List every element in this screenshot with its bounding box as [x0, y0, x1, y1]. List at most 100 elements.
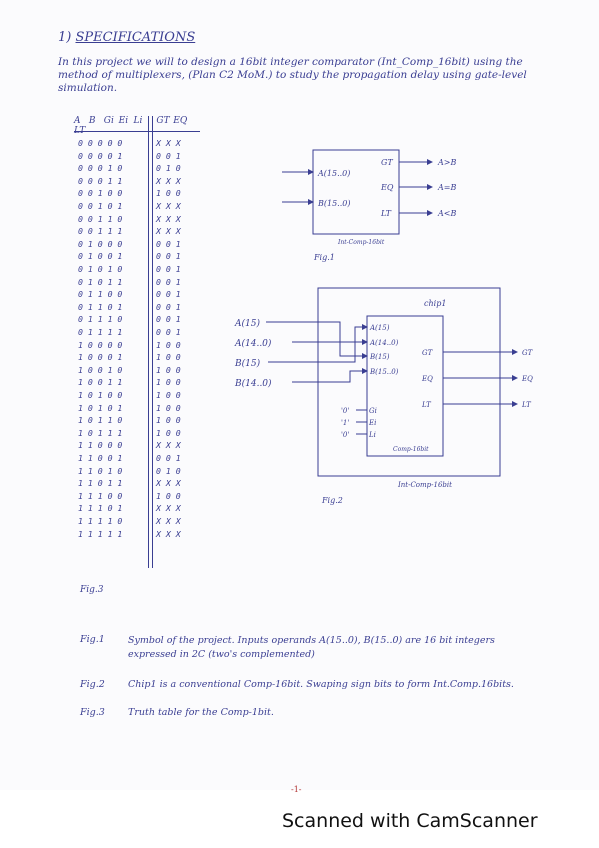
fig2-outer-name: Int-Comp-16bit [397, 481, 452, 489]
fig2-ext-a15: A(15) [234, 318, 260, 329]
truth-table-row-outputs: 1 0 0 [156, 339, 181, 350]
truth-table-row-inputs: 1 0 1 1 1 [78, 427, 123, 438]
truth-table-row-outputs: 0 0 1 [156, 150, 181, 161]
truth-table-row-inputs: 1 1 0 1 0 [78, 465, 123, 476]
fig2-out-eq: EQ [521, 375, 533, 383]
truth-table-row-outputs: X X X [156, 478, 181, 489]
fig1-input-b: B(15..0) [317, 199, 350, 208]
truth-table-row-outputs: 1 0 0 [156, 490, 181, 501]
truth-table-row-inputs: 0 1 1 0 1 [78, 301, 123, 312]
fig2-int-gt: GT [422, 349, 434, 357]
fig2-cascade-val-li: '0' [341, 431, 349, 439]
truth-table-row-inputs: 0 0 1 1 0 [78, 213, 123, 224]
truth-table-row-inputs: 1 0 0 0 0 [78, 339, 123, 350]
fig2-out-lt: LT [521, 401, 532, 409]
fig1-out-eq: EQ [380, 183, 394, 192]
truth-table-row-outputs: 0 0 1 [156, 238, 181, 249]
truth-table-row-inputs: 0 0 1 0 0 [78, 188, 123, 199]
fig3-label: Fig.3 [80, 585, 104, 595]
section-title: SPECIFICATIONS [75, 30, 196, 45]
truth-table-row-outputs: 0 0 1 [156, 453, 181, 463]
truth-table-row-outputs: X X X [156, 175, 181, 186]
fig2-chip1-block [366, 315, 444, 457]
fig2-ext-a14: A(14..0) [234, 338, 272, 349]
truth-table-row-outputs: 0 0 1 [156, 251, 181, 262]
truth-table-row-inputs: 1 1 1 1 1 [78, 528, 123, 539]
truth-table-row-inputs: 1 1 1 0 0 [78, 490, 123, 501]
fig1-result-gt: A>B [437, 158, 456, 167]
truth-table-row-inputs: 1 1 1 0 1 [78, 503, 123, 514]
tt-header-ei: Ei [118, 116, 129, 126]
truth-table-row-outputs: 0 0 1 [156, 314, 181, 325]
fig2-int-b15: B(15) [369, 353, 390, 361]
truth-table-row-inputs: 0 0 1 0 1 [78, 201, 123, 211]
fig1-out-gt: GT [381, 158, 393, 167]
fig2-swap-a15 [318, 321, 368, 359]
truth-table-row-inputs: 0 1 1 1 0 [78, 314, 123, 325]
truth-table-divider [148, 116, 153, 568]
fig2-int-a15: A(15) [369, 324, 390, 332]
truth-table-row-inputs: 1 0 0 0 1 [78, 352, 123, 363]
truth-table-row-outputs: 1 0 0 [156, 390, 181, 400]
truth-table-row-inputs: 1 1 0 1 1 [78, 478, 123, 489]
section-number: 1) [58, 30, 72, 45]
fig2-chip-label: chip1 [424, 299, 446, 308]
truth-table-row-inputs: 0 0 1 1 1 [78, 226, 123, 237]
fig2-int-a14: A(14..0) [369, 339, 399, 347]
truth-table-row-inputs: 0 1 0 1 1 [78, 276, 123, 287]
caption-fig3-tag: Fig.3 [80, 707, 105, 718]
caption-fig1-text: Symbol of the project. Inputs operands A… [128, 635, 495, 660]
fig1-result-lt: A<B [437, 209, 456, 218]
truth-table-row-inputs: 0 1 1 1 1 [78, 327, 123, 337]
truth-table-row-inputs: 0 1 0 0 0 [78, 238, 123, 249]
fig2-int-eq: EQ [421, 375, 433, 383]
truth-table-row-inputs: 1 1 0 0 1 [78, 453, 123, 463]
truth-table-row-outputs: 1 0 0 [156, 352, 181, 363]
figures-canvas: A(15..0) B(15..0) GT EQ LT A>B A=B A<B I… [234, 149, 534, 505]
caption-fig2-text: Chip1 is a conventional Comp-16bit. Swap… [128, 679, 514, 690]
tt-header-gt: GT [156, 116, 170, 126]
fig2-ext-b14: B(14..0) [234, 378, 272, 389]
truth-table-header-rule [74, 131, 200, 132]
truth-table-row-outputs: X X X [156, 440, 181, 451]
tt-header-eq: EQ [173, 116, 188, 126]
truth-table-row-inputs: 1 1 1 1 0 [78, 516, 123, 526]
truth-table-row-inputs: 1 1 0 0 0 [78, 440, 123, 451]
truth-table-row-outputs: 1 0 0 [156, 377, 181, 388]
tt-header-gi: Gi [103, 116, 114, 126]
fig1-out-lt: LT [380, 209, 392, 218]
truth-table-row-outputs: X X X [156, 528, 181, 539]
truth-table-row-outputs: 0 0 1 [156, 276, 181, 287]
truth-table-row-outputs: 0 1 0 [156, 465, 181, 476]
fig2-inner-name: Comp-16bit [393, 446, 429, 453]
truth-table-row-outputs: X X X [156, 503, 181, 514]
fig2-cascade-val-gi: '0' [341, 407, 349, 415]
caption-fig2-tag: Fig.2 [80, 679, 105, 690]
fig2-int-b14: B(15..0) [369, 368, 399, 376]
fig2-int-lt: LT [421, 401, 432, 409]
fig2-label: Fig.2 [321, 496, 343, 505]
truth-table-row-outputs: 1 0 0 [156, 402, 181, 413]
tt-header-a: A [74, 116, 81, 126]
fig2-swap-b15 [318, 324, 368, 363]
fig1-label: Fig.1 [313, 253, 335, 262]
fig2-cascade-val-ei: '1' [341, 419, 349, 427]
fig2-cascade-ei: Ei [368, 419, 376, 427]
truth-table-row-outputs: 0 1 0 [156, 163, 181, 174]
truth-table-row-inputs: 1 0 1 1 0 [78, 415, 123, 426]
truth-table-row-inputs: 1 0 0 1 0 [78, 364, 123, 375]
fig2-cascade-li: Li [368, 431, 376, 439]
truth-table-row-outputs: 0 0 1 [156, 327, 181, 337]
truth-table-row-inputs: 0 0 0 1 1 [78, 175, 123, 186]
fig2-ext-b15: B(15) [234, 358, 261, 369]
fig1-input-a: A(15..0) [317, 169, 350, 178]
truth-table-row-inputs: 0 0 0 0 0 [78, 138, 123, 148]
truth-table-row-inputs: 0 0 0 1 0 [78, 163, 123, 174]
truth-table-row-outputs: 1 0 0 [156, 364, 181, 375]
caption-fig3-text: Truth table for the Comp-1bit. [128, 707, 274, 718]
fig1-block [312, 149, 400, 235]
fig2-pass-b14 [318, 368, 368, 383]
truth-table-row-outputs: 1 0 0 [156, 188, 181, 199]
truth-table-row-outputs: X X X [156, 138, 181, 148]
intro-paragraph: In this project we will to design a 16bi… [58, 56, 527, 94]
